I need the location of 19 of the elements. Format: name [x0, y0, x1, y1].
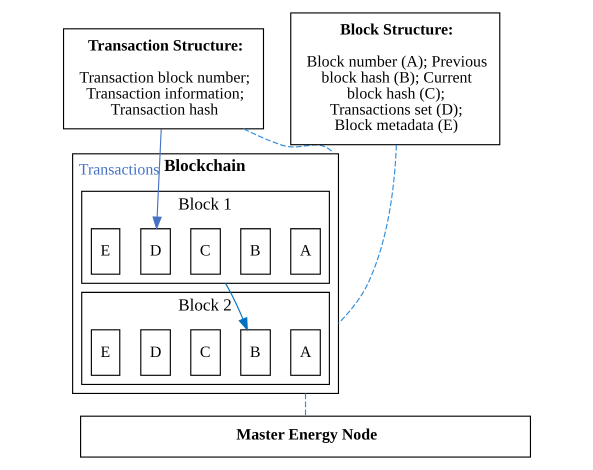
node-box: D: [140, 329, 170, 376]
connector: [304, 393, 306, 416]
node-box: E: [90, 329, 120, 376]
node-box: Transaction Structure: Transaction block number; Transaction information; Transaction hash: [62, 28, 264, 130]
node-box: A: [290, 228, 320, 275]
connector: [242, 128, 334, 154]
connector: [338, 144, 396, 324]
node-box: C: [190, 228, 220, 275]
node-box: Block Structure: Block number (A); Previous block hash (B); Current block hash (C); Transactions set (D); Block metadata (E): [290, 12, 500, 146]
node-box: C: [190, 329, 220, 376]
node-box: B: [240, 228, 270, 275]
node-box: Master Energy Node: [80, 416, 531, 458]
node-box: D: [140, 228, 170, 275]
node-box: E: [90, 228, 120, 275]
arrow: [224, 283, 248, 332]
arrow: [152, 129, 162, 230]
edge-label: Transactions: [78, 161, 159, 178]
node-box: A: [290, 329, 320, 376]
node-box: B: [240, 329, 270, 376]
